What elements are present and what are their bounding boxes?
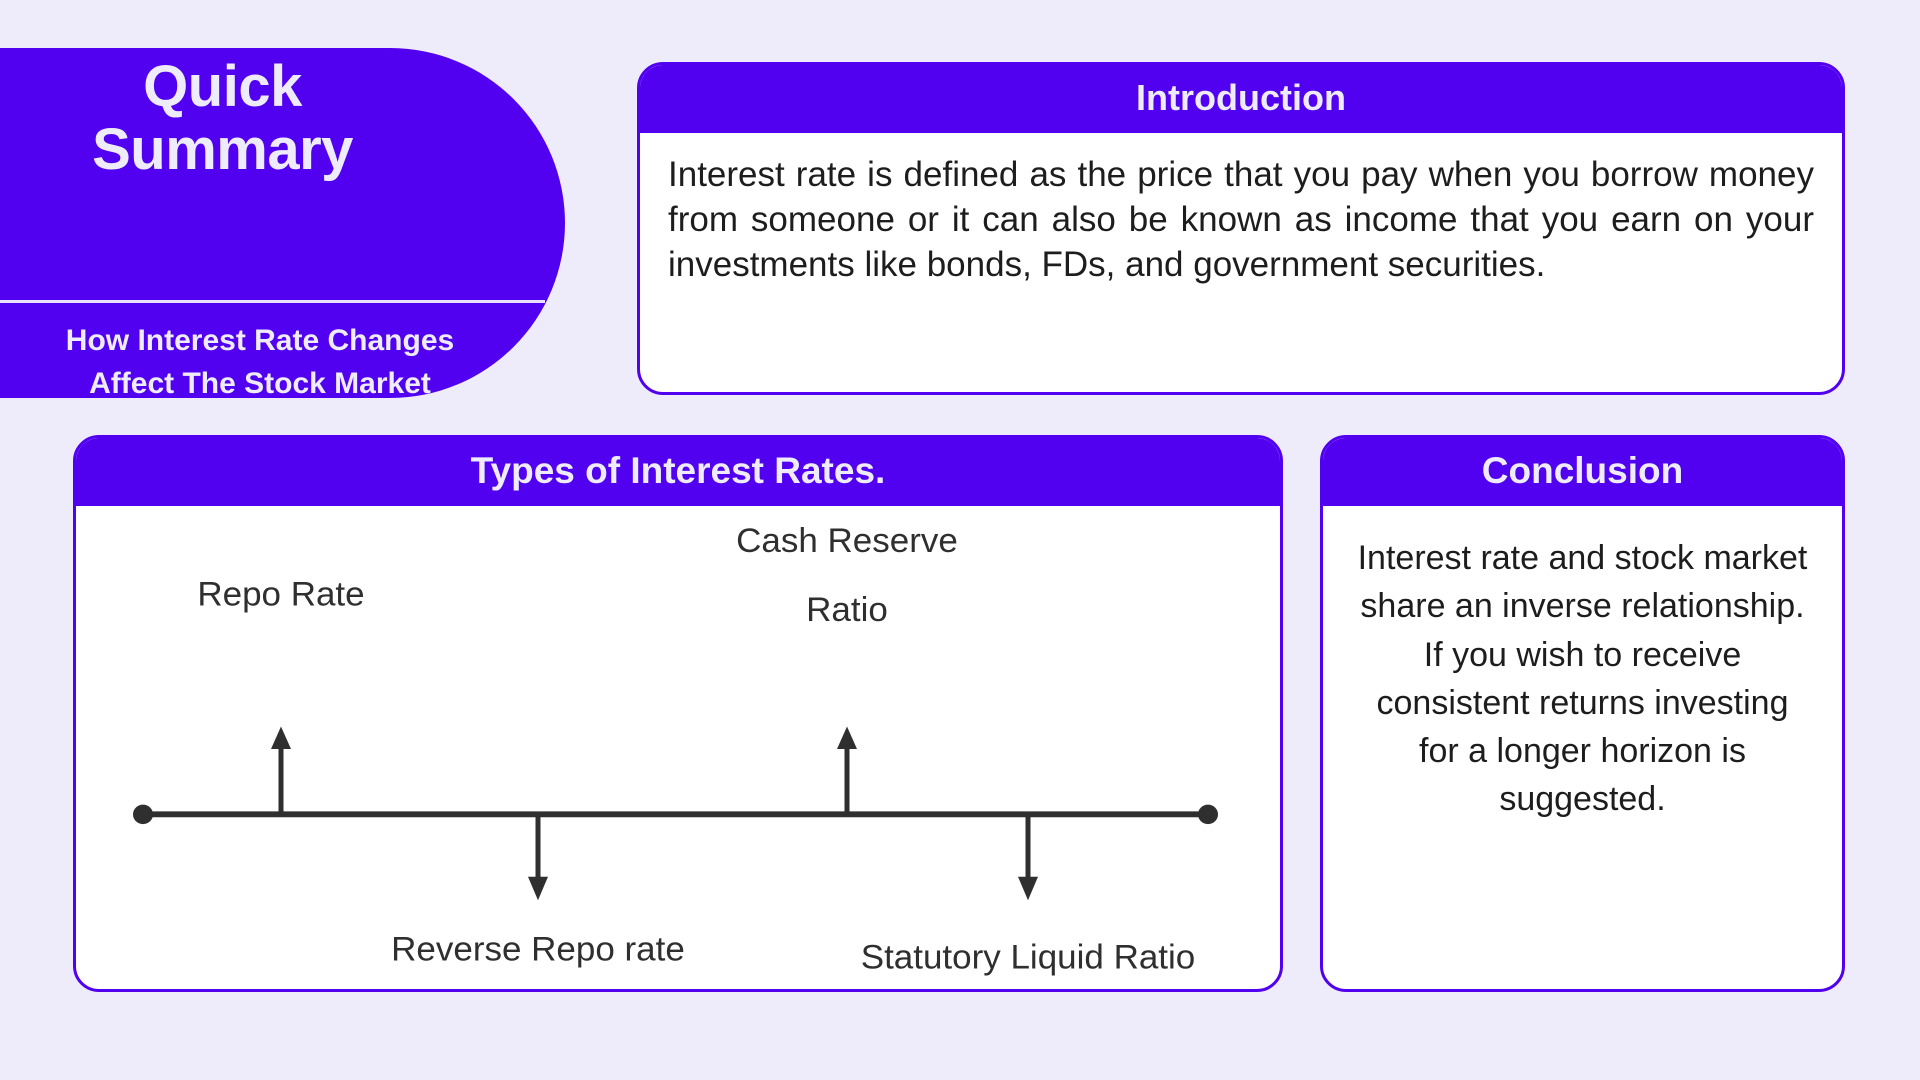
repo-rate-label: Repo Rate [197, 576, 364, 614]
conclusion-heading: Conclusion [1323, 438, 1842, 506]
quick-summary-divider [0, 300, 545, 303]
timeline-start-dot [133, 804, 153, 825]
quick-summary-subtitle-line1: How Interest Rate Changes [65, 324, 455, 357]
interest-rate-timeline-diagram: Repo Rate Reverse Repo rate Cash Reserve… [76, 506, 1280, 989]
quick-summary-title: Quick Summary [0, 54, 565, 182]
statutory-liquid-ratio-label: Statutory Liquid Ratio [861, 939, 1195, 977]
quick-summary-title-line2: Summary [92, 116, 353, 182]
timeline-node-repo-rate: Repo Rate [197, 576, 365, 815]
conclusion-body: Interest rate and stock market share an … [1323, 506, 1842, 989]
quick-summary-title-line1: Quick [143, 54, 302, 119]
introduction-heading: Introduction [640, 65, 1842, 133]
reverse-repo-rate-label: Reverse Repo rate [391, 931, 685, 969]
repo-rate-arrow-up-icon [271, 726, 291, 749]
timeline-end-dot [1198, 804, 1218, 825]
quick-summary-subtitle: How Interest Rate Changes Affect The Sto… [0, 320, 520, 398]
quick-summary-subtitle-line2: Affect The Stock Market [89, 366, 431, 398]
timeline-node-cash-reserve-ratio: Cash Reserve Ratio [736, 522, 958, 815]
timeline-node-reverse-repo-rate: Reverse Repo rate [391, 814, 685, 969]
timeline-svg: Repo Rate Reverse Repo rate Cash Reserve… [133, 522, 1218, 976]
conclusion-card: Conclusion Interest rate and stock marke… [1320, 435, 1845, 992]
conclusion-text: Interest rate and stock market share an … [1357, 539, 1808, 819]
statutory-liquid-ratio-arrow-down-icon [1018, 876, 1038, 901]
introduction-body: Interest rate is defined as the price th… [640, 133, 1842, 392]
introduction-text: Interest rate is defined as the price th… [668, 155, 1814, 284]
types-body: Repo Rate Reverse Repo rate Cash Reserve… [76, 506, 1280, 989]
reverse-repo-rate-arrow-down-icon [528, 876, 548, 901]
timeline-node-statutory-liquid-ratio: Statutory Liquid Ratio [861, 814, 1195, 976]
types-of-interest-rates-card: Types of Interest Rates. Repo Rate [73, 435, 1283, 992]
quick-summary-card: Quick Summary How Interest Rate Changes … [0, 48, 565, 398]
introduction-card: Introduction Interest rate is defined as… [637, 62, 1845, 395]
cash-reserve-ratio-label-line2: Ratio [806, 592, 888, 630]
cash-reserve-ratio-arrow-up-icon [837, 726, 857, 749]
cash-reserve-ratio-label-line1: Cash Reserve [736, 522, 958, 560]
types-heading: Types of Interest Rates. [76, 438, 1280, 506]
